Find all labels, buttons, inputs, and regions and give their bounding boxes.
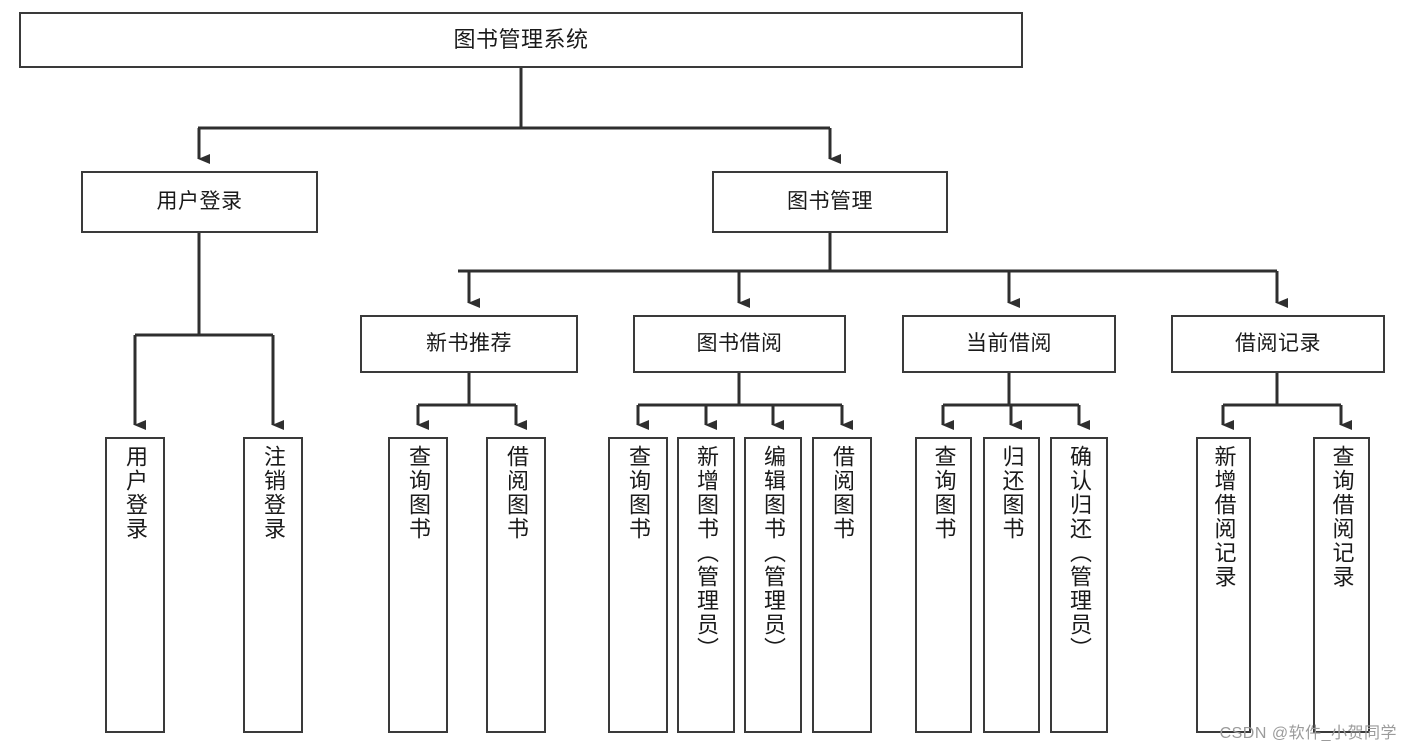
node-book-management[interactable]: 图书管理 xyxy=(712,171,948,233)
node-leaf-query-record-label: 查询借阅记录 xyxy=(1329,445,1355,589)
node-leaf-query-book-2[interactable]: 查询图书 xyxy=(608,437,668,733)
node-leaf-return-book[interactable]: 归还图书 xyxy=(983,437,1040,733)
node-user-login-label: 用户登录 xyxy=(156,189,243,213)
node-leaf-user-login[interactable]: 用户登录 xyxy=(105,437,165,733)
node-leaf-query-book-1[interactable]: 查询图书 xyxy=(388,437,448,733)
node-leaf-return-book-label: 归还图书 xyxy=(999,445,1025,541)
node-leaf-logout-label: 注销登录 xyxy=(261,445,286,541)
node-leaf-query-book-1-label: 查询图书 xyxy=(406,445,431,541)
node-leaf-confirm-return[interactable]: 确认归还（管理员） xyxy=(1050,437,1108,733)
node-leaf-edit-book[interactable]: 编辑图书（管理员） xyxy=(744,437,802,733)
node-leaf-add-book-label: 新增图书（管理员） xyxy=(694,445,719,661)
node-current-borrow[interactable]: 当前借阅 xyxy=(902,315,1116,373)
node-root[interactable]: 图书管理系统 xyxy=(19,12,1023,68)
node-leaf-confirm-return-label: 确认归还（管理员） xyxy=(1067,445,1092,661)
node-leaf-logout[interactable]: 注销登录 xyxy=(243,437,303,733)
node-new-book-recommend-label: 新书推荐 xyxy=(426,331,512,355)
node-leaf-add-book[interactable]: 新增图书（管理员） xyxy=(677,437,735,733)
node-leaf-query-book-2-label: 查询图书 xyxy=(626,445,651,541)
node-leaf-edit-book-label: 编辑图书（管理员） xyxy=(761,445,786,661)
node-new-book-recommend[interactable]: 新书推荐 xyxy=(360,315,578,373)
node-user-login[interactable]: 用户登录 xyxy=(81,171,318,233)
node-book-borrow-label: 图书借阅 xyxy=(696,331,783,355)
node-leaf-query-record[interactable]: 查询借阅记录 xyxy=(1313,437,1370,733)
node-book-management-label: 图书管理 xyxy=(787,189,873,213)
node-leaf-query-book-3-label: 查询图书 xyxy=(931,445,957,541)
node-current-borrow-label: 当前借阅 xyxy=(966,331,1052,355)
node-leaf-add-record[interactable]: 新增借阅记录 xyxy=(1196,437,1251,733)
node-leaf-borrow-book-2-label: 借阅图书 xyxy=(830,445,855,541)
node-leaf-borrow-book-2[interactable]: 借阅图书 xyxy=(812,437,872,733)
node-leaf-user-login-label: 用户登录 xyxy=(123,445,148,541)
node-leaf-borrow-book-1[interactable]: 借阅图书 xyxy=(486,437,546,733)
node-borrow-record-label: 借阅记录 xyxy=(1235,331,1321,355)
node-borrow-record[interactable]: 借阅记录 xyxy=(1171,315,1385,373)
watermark: CSDN @软件_小贺同学 xyxy=(1219,725,1397,742)
node-leaf-borrow-book-1-label: 借阅图书 xyxy=(504,445,529,541)
node-leaf-add-record-label: 新增借阅记录 xyxy=(1211,445,1237,589)
node-root-label: 图书管理系统 xyxy=(453,27,589,53)
node-leaf-query-book-3[interactable]: 查询图书 xyxy=(915,437,972,733)
node-book-borrow[interactable]: 图书借阅 xyxy=(633,315,846,373)
